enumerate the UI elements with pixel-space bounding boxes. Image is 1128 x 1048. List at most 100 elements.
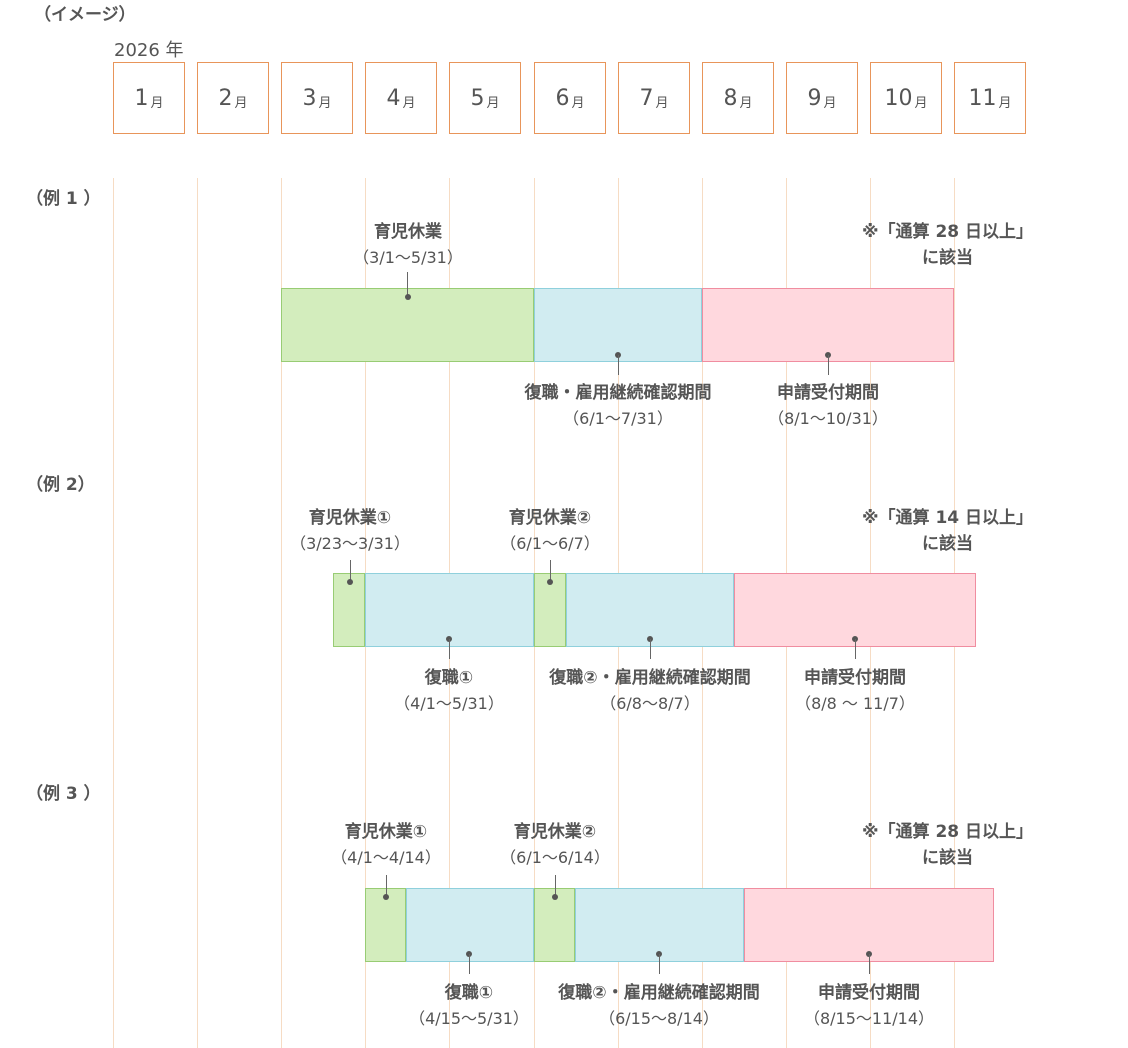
- pointer-dot: [552, 894, 558, 900]
- segment-title: 復職・雇用継続確認期間: [524, 383, 712, 403]
- segment-period: （3/23〜3/31）: [290, 534, 410, 553]
- example-3-leave2-label: 育児休業② （6/1〜6/14）: [500, 819, 610, 871]
- example-3-return1-bar: [406, 888, 534, 962]
- segment-period: （8/8 〜 11/7）: [795, 694, 915, 713]
- example-1-return-label: 復職・雇用継続確認期間 （6/1〜7/31）: [525, 380, 712, 432]
- segment-period: （6/8〜8/7）: [600, 694, 700, 713]
- segment-period: （4/15〜5/31）: [409, 1009, 529, 1028]
- pointer-line: [555, 875, 556, 895]
- segment-title: 申請受付期間: [817, 983, 920, 1003]
- example-1-note: ※「通算 28 日以上」 に該当: [862, 219, 1033, 271]
- segment-title: 申請受付期間: [803, 668, 906, 688]
- example-1-apply-label: 申請受付期間 （8/1〜10/31）: [768, 380, 888, 432]
- segment-title: 復職②・雇用継続確認期間: [558, 983, 760, 1003]
- segment-title: 申請受付期間: [777, 383, 879, 403]
- pointer-line: [618, 355, 619, 375]
- example-3-leave2-bar: [534, 888, 575, 962]
- example-1-label: （例 1 ）: [26, 189, 101, 209]
- example-3-return1-label: 復職① （4/15〜5/31）: [409, 980, 529, 1032]
- month-number: 9: [807, 85, 822, 111]
- segment-title: 育児休業②: [513, 822, 597, 842]
- month-unit: 月: [571, 95, 585, 111]
- segment-title: 育児休業②: [508, 508, 592, 528]
- image-note: （イメージ）: [34, 5, 136, 25]
- month-unit: 月: [655, 95, 669, 111]
- pointer-line: [650, 639, 651, 659]
- example-1-leave-bar: [281, 288, 534, 362]
- note-line: ※「通算 28 日以上」: [862, 222, 1034, 242]
- month-number: 1: [134, 85, 149, 111]
- pointer-line: [449, 639, 450, 659]
- month-unit: 月: [998, 95, 1012, 111]
- note-line: に該当: [922, 848, 974, 868]
- example-2-apply-label: 申請受付期間 （8/8 〜 11/7）: [795, 665, 915, 717]
- segment-period: （6/1〜6/7）: [500, 534, 600, 553]
- example-2-apply-bar: [734, 573, 976, 647]
- example-2-leave1-bar: [333, 573, 365, 647]
- note-line: に該当: [922, 248, 974, 268]
- month-unit: 月: [402, 95, 416, 111]
- month-number: 11: [968, 85, 997, 111]
- example-3-note: ※「通算 28 日以上」 に該当: [862, 819, 1033, 871]
- pointer-line: [469, 954, 470, 974]
- example-3-apply-label: 申請受付期間 （8/15〜11/14）: [804, 980, 934, 1032]
- pointer-line: [828, 355, 829, 375]
- segment-title: 復職②・雇用継続確認期間: [549, 668, 751, 688]
- example-2-return1-bar: [365, 573, 534, 647]
- example-3-leave1-label: 育児休業① （4/1〜4/14）: [331, 819, 441, 871]
- example-3-label: （例 3 ）: [26, 784, 101, 804]
- segment-title: 育児休業①: [308, 508, 392, 528]
- month-unit: 月: [739, 95, 753, 111]
- example-3-return2-bar: [575, 888, 744, 962]
- segment-period: （4/1〜4/14）: [331, 848, 441, 867]
- segment-period: （4/1〜5/31）: [394, 694, 504, 713]
- pointer-line: [386, 875, 387, 895]
- note-line: に該当: [922, 534, 974, 554]
- month-number: 5: [470, 85, 485, 111]
- month-unit: 月: [150, 95, 164, 111]
- example-3-apply-bar: [744, 888, 994, 962]
- segment-period: （6/15〜8/14）: [599, 1009, 719, 1028]
- segment-period: （3/1〜5/31）: [353, 248, 463, 267]
- example-2-leave1-label: 育児休業① （3/23〜3/31）: [290, 505, 410, 557]
- example-1-return-bar: [534, 288, 702, 362]
- month-gridline: [197, 178, 198, 1048]
- month-unit: 月: [823, 95, 837, 111]
- segment-title: 育児休業①: [344, 822, 428, 842]
- segment-period: （6/1〜7/31）: [563, 409, 673, 428]
- segment-title: 復職①: [424, 668, 474, 688]
- month-gridline: [113, 178, 114, 1048]
- example-2-leave2-label: 育児休業② （6/1〜6/7）: [500, 505, 600, 557]
- pointer-dot: [347, 579, 353, 585]
- pointer-line: [407, 272, 408, 296]
- example-2-return1-label: 復職① （4/1〜5/31）: [394, 665, 504, 717]
- month-number: 6: [555, 85, 570, 111]
- segment-period: （6/1〜6/14）: [500, 848, 610, 867]
- year-label: 2026 年: [114, 40, 184, 61]
- pointer-line: [869, 954, 870, 974]
- month-unit: 月: [914, 95, 928, 111]
- month-gridline: [281, 178, 282, 1048]
- month-number: 10: [884, 85, 913, 111]
- segment-period: （8/15〜11/14）: [803, 1009, 935, 1028]
- month-unit: 月: [486, 95, 500, 111]
- month-number: 2: [218, 85, 233, 111]
- example-1-apply-bar: [702, 288, 954, 362]
- example-3-leave1-bar: [365, 888, 406, 962]
- pointer-dot: [405, 294, 411, 300]
- example-2-leave2-bar: [534, 573, 566, 647]
- month-number: 4: [386, 85, 401, 111]
- note-line: ※「通算 14 日以上」: [862, 508, 1034, 528]
- month-unit: 月: [234, 95, 248, 111]
- example-2-label: （例 2）: [26, 475, 95, 495]
- pointer-dot: [383, 894, 389, 900]
